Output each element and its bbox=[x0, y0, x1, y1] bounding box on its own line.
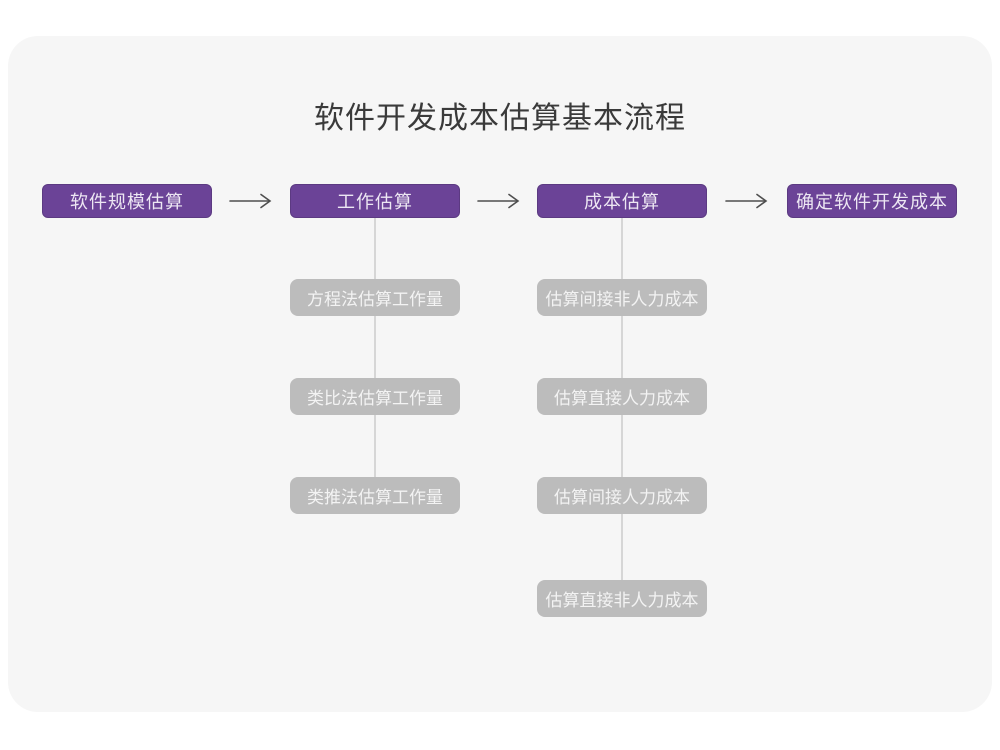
substep-label: 估算直接非人力成本 bbox=[545, 591, 699, 610]
substep-analogy-method: 类比法估算工作量 bbox=[290, 378, 460, 415]
diagram-card bbox=[8, 36, 992, 712]
substep-equation-method: 方程法估算工作量 bbox=[290, 279, 460, 316]
substep-label: 类推法估算工作量 bbox=[307, 488, 443, 507]
diagram-title: 软件开发成本估算基本流程 bbox=[314, 102, 686, 135]
substep-direct-labor-cost: 估算直接人力成本 bbox=[537, 378, 707, 415]
stage-label: 工作估算 bbox=[337, 192, 413, 212]
stage-work-estimation: 工作估算 bbox=[290, 184, 460, 218]
substep-label: 估算间接人力成本 bbox=[554, 488, 690, 507]
stage-software-scale-estimation: 软件规模估算 bbox=[42, 184, 212, 218]
stage-label: 成本估算 bbox=[584, 192, 660, 212]
substep-indirect-labor-cost: 估算间接人力成本 bbox=[537, 477, 707, 514]
substep-label: 估算间接非人力成本 bbox=[545, 290, 699, 309]
substep-indirect-nonlabor-cost: 估算间接非人力成本 bbox=[537, 279, 707, 316]
stage-label: 确定软件开发成本 bbox=[796, 192, 948, 212]
stage-determine-development-cost: 确定软件开发成本 bbox=[787, 184, 957, 218]
substep-direct-nonlabor-cost: 估算直接非人力成本 bbox=[537, 580, 707, 617]
substep-label: 方程法估算工作量 bbox=[307, 290, 443, 309]
substep-label: 类比法估算工作量 bbox=[307, 389, 443, 408]
stage-label: 软件规模估算 bbox=[70, 192, 184, 212]
stage-cost-estimation: 成本估算 bbox=[537, 184, 707, 218]
substep-inference-method: 类推法估算工作量 bbox=[290, 477, 460, 514]
substep-label: 估算直接人力成本 bbox=[554, 389, 690, 408]
